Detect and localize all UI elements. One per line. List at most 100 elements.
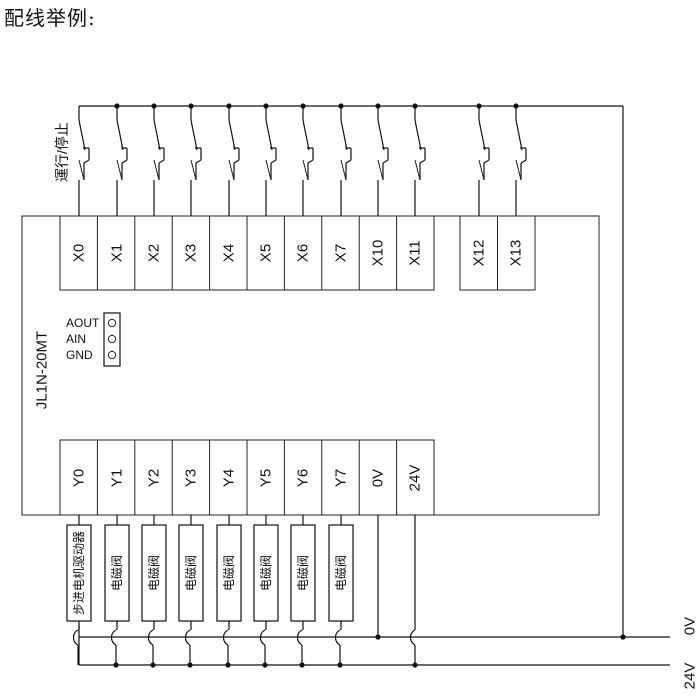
twenty-four-v-rail-label: 24V <box>682 663 699 690</box>
switch-blade <box>190 119 198 151</box>
load-label-solenoid-valve: 电磁阀 <box>146 555 161 591</box>
input-terminal-x4: X4 <box>221 244 238 262</box>
switch-tick <box>158 159 165 164</box>
gnd-label: GND <box>66 348 93 362</box>
load-label-solenoid-valve: 电磁阀 <box>295 555 310 591</box>
switch-blade-lower <box>414 159 421 181</box>
switch-blade <box>265 119 273 151</box>
switch-tick <box>121 159 128 164</box>
ain-pin <box>107 334 117 344</box>
switch-blade <box>228 119 236 151</box>
input-junction-dot <box>476 103 482 109</box>
switch-tick <box>270 159 277 164</box>
load-label-stepper-driver: 步进电机驱动器 <box>72 531 86 615</box>
plc-model-label: JL1N-20MT <box>34 331 51 409</box>
ain-label: AIN <box>66 332 86 346</box>
output-terminal-y4: Y4 <box>221 469 238 487</box>
input-common-wiring <box>78 103 624 637</box>
output-loads: 步进电机驱动器 电磁阀 电磁阀 电磁阀 电磁阀 电磁阀 电磁阀 电磁阀 <box>66 524 354 622</box>
switch-tick <box>233 159 240 164</box>
switch-blade <box>302 119 310 151</box>
input-junction-dot <box>151 103 157 109</box>
input-terminal-labels: X0 X1 X2 X3 X4 X5 X6 X7 X10 X11 X12 X13 <box>71 240 525 267</box>
switch-blade <box>515 119 523 151</box>
input-terminal-x5: X5 <box>258 244 275 262</box>
switch-tick <box>419 159 426 164</box>
input-terminal-x3: X3 <box>183 244 200 262</box>
input-terminal-x13: X13 <box>508 240 525 267</box>
input-terminal-x6: X6 <box>295 244 312 262</box>
input-terminal-x7: X7 <box>333 244 350 262</box>
rail-0v-junction-dot <box>620 634 626 640</box>
switch-blade-lower <box>265 159 272 181</box>
page-title: 配线举例: <box>4 6 96 30</box>
load-label-solenoid-valve: 电磁阀 <box>109 555 124 591</box>
switch-blade-lower <box>153 159 160 181</box>
switch-tick <box>382 159 389 164</box>
input-junction-dot <box>412 103 418 109</box>
switch-blade-lower <box>190 159 197 181</box>
output-terminal-y6: Y6 <box>295 469 312 487</box>
switch-blade-lower <box>228 159 235 181</box>
output-terminal-y5: Y5 <box>258 469 275 487</box>
output-terminal-24v: 24V <box>407 465 424 492</box>
switch-blade <box>340 119 348 151</box>
output-terminal-y0: Y0 <box>71 469 88 487</box>
load-label-solenoid-valve: 电磁阀 <box>183 555 198 591</box>
switch-blade-lower <box>340 159 347 181</box>
switch-blade <box>116 119 124 151</box>
switch-blade-lower <box>478 159 485 181</box>
input-terminal-x2: X2 <box>146 244 163 262</box>
input-junction-dot <box>300 103 306 109</box>
load-label-solenoid-valve: 电磁阀 <box>258 555 273 591</box>
input-junction-dot <box>338 103 344 109</box>
switch-blade <box>153 119 161 151</box>
switch-blade <box>78 119 86 151</box>
switch-blade <box>414 119 422 151</box>
switch-tick <box>83 159 90 164</box>
input-junction-dot <box>513 103 519 109</box>
load-label-solenoid-valve: 电磁阀 <box>333 555 348 591</box>
input-switches <box>78 119 527 181</box>
output-terminal-y1: Y1 <box>109 469 126 487</box>
aout-label: AOUT <box>66 316 100 330</box>
switch-label: 運行/停止 <box>54 122 70 182</box>
switch-blade-lower <box>377 159 384 181</box>
switch-tick <box>307 159 314 164</box>
switch-tick <box>520 159 527 164</box>
switch-tick <box>345 159 352 164</box>
output-terminal-y2: Y2 <box>146 469 163 487</box>
input-junction-dot <box>226 103 232 109</box>
power-rail-wiring <box>72 515 670 668</box>
input-junction-dot <box>375 103 381 109</box>
wire-crossover-hop <box>72 629 79 646</box>
switch-blade <box>377 119 385 151</box>
analog-connector-body <box>103 312 121 367</box>
input-terminal-x0: X0 <box>71 244 88 262</box>
input-junction-dot <box>263 103 269 109</box>
output-terminal-block <box>59 439 435 516</box>
input-terminal-x11: X11 <box>407 240 424 266</box>
gnd-pin <box>107 350 117 360</box>
input-junction-dot <box>114 103 120 109</box>
switch-tick <box>195 159 202 164</box>
output-terminal-y7: Y7 <box>333 469 350 487</box>
input-terminal-x10: X10 <box>370 240 387 267</box>
switch-blade-lower <box>116 159 123 181</box>
switch-blade-lower <box>78 159 85 181</box>
switch-blade-lower <box>515 159 522 181</box>
input-junction-dot <box>188 103 194 109</box>
analog-connector: AOUT AIN GND <box>66 312 121 367</box>
switch-blade <box>478 119 486 151</box>
aout-pin <box>107 318 117 328</box>
input-terminal-x12: X12 <box>471 240 488 267</box>
output-terminal-y3: Y3 <box>183 469 200 487</box>
switch-blade-lower <box>302 159 309 181</box>
input-terminal-x1: X1 <box>109 244 126 262</box>
input-terminal-blocks <box>59 215 536 291</box>
zero-v-rail-label: 0V <box>682 617 699 635</box>
switch-tick <box>483 159 490 164</box>
load-label-solenoid-valve: 电磁阀 <box>221 555 236 591</box>
